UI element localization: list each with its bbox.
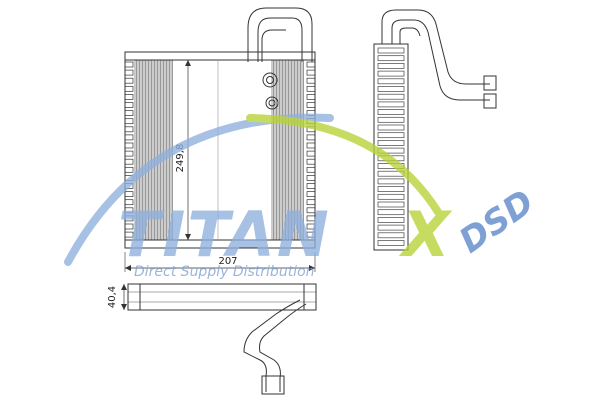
watermark-swoosh-green xyxy=(246,114,442,216)
side-cell xyxy=(377,70,405,77)
left-rib xyxy=(124,191,134,197)
side-cell xyxy=(377,132,405,139)
bottom-pipe-end xyxy=(261,375,285,395)
right-rib xyxy=(306,183,316,189)
fitting-lower xyxy=(265,96,279,110)
left-rib xyxy=(124,69,134,76)
side-cell xyxy=(377,201,405,208)
left-rib xyxy=(124,142,134,149)
side-cell xyxy=(377,224,405,231)
fitting-upper xyxy=(262,72,278,88)
left-rib xyxy=(124,110,134,116)
right-rib xyxy=(306,158,316,165)
watermark: TITAN X DSD Direct Supply Distribution xyxy=(64,113,541,280)
right-rib xyxy=(306,207,316,214)
right-rib xyxy=(306,85,316,92)
watermark-brand-x: X xyxy=(398,198,453,271)
bottom-header-plate xyxy=(124,239,316,249)
width-dimension: 207 xyxy=(124,252,316,272)
side-pipe-end-upper xyxy=(483,75,497,91)
left-rib xyxy=(124,223,134,230)
fitting-upper-inner xyxy=(266,76,274,84)
side-cell xyxy=(377,55,405,62)
left-rib xyxy=(124,102,134,108)
side-cell xyxy=(377,78,405,85)
left-rib xyxy=(124,77,134,84)
side-cell xyxy=(377,86,405,92)
left-rib xyxy=(124,150,134,157)
left-rib xyxy=(124,118,134,125)
watermark-suffix: DSD xyxy=(452,182,541,261)
side-pipe-end-lower xyxy=(483,93,497,109)
side-cell xyxy=(377,178,405,185)
bottom-pipe-inner xyxy=(259,303,307,392)
watermark-brand: TITAN xyxy=(118,198,331,271)
side-cell xyxy=(377,47,405,54)
top-header-plate xyxy=(124,51,316,61)
depth-dimension: 40,4 xyxy=(107,284,127,310)
pipe-inner xyxy=(257,17,303,62)
side-cell xyxy=(377,63,405,69)
right-rib xyxy=(306,102,316,108)
pipe-outer xyxy=(247,7,313,62)
right-rib xyxy=(306,223,316,230)
side-pipe-outer xyxy=(381,9,490,85)
side-pipe-third xyxy=(399,27,421,44)
left-tank-ribs xyxy=(124,61,134,238)
right-rib xyxy=(306,215,316,222)
side-cell xyxy=(377,93,405,100)
height-dimension: 249,8 xyxy=(175,60,191,240)
right-rib xyxy=(306,175,316,181)
right-rib xyxy=(306,94,316,100)
right-rib xyxy=(306,142,316,149)
right-rib xyxy=(306,191,316,197)
side-view-cells xyxy=(377,47,405,246)
right-rib xyxy=(306,134,316,141)
side-cell xyxy=(377,240,405,246)
side-cell xyxy=(377,193,405,200)
right-rib xyxy=(306,69,316,76)
side-cell xyxy=(377,116,405,123)
bottom-pipe-outer xyxy=(243,299,301,392)
side-cell xyxy=(377,217,405,223)
height-dimension-label: 249,8 xyxy=(175,144,186,173)
side-pipe-inner xyxy=(391,19,490,101)
left-rib xyxy=(124,126,134,133)
left-rib xyxy=(124,158,134,165)
right-rib xyxy=(306,199,316,206)
side-cell xyxy=(377,186,405,192)
side-cell xyxy=(377,101,405,108)
left-rib xyxy=(124,231,134,238)
left-rib xyxy=(124,199,134,206)
depth-dimension-label: 40,4 xyxy=(107,286,118,308)
bottom-view xyxy=(127,283,317,395)
right-rib xyxy=(306,231,316,238)
width-dimension-label: 207 xyxy=(218,256,237,267)
pipe-stub-a xyxy=(261,29,286,62)
side-cell xyxy=(377,124,405,131)
left-rib xyxy=(124,61,134,68)
left-rib xyxy=(124,134,134,141)
side-cell xyxy=(377,109,405,115)
left-rib xyxy=(124,94,134,100)
left-rib xyxy=(124,166,134,173)
watermark-tagline: Direct Supply Distribution xyxy=(134,264,315,280)
right-rib xyxy=(306,77,316,84)
left-rib xyxy=(124,215,134,222)
side-cell xyxy=(377,140,405,146)
right-rib xyxy=(306,166,316,173)
side-cell xyxy=(377,209,405,216)
left-rib xyxy=(124,85,134,92)
fitting-lower-inner xyxy=(268,99,276,107)
left-rib xyxy=(124,207,134,214)
right-rib xyxy=(306,61,316,68)
right-rib xyxy=(306,150,316,157)
side-cell xyxy=(377,232,405,239)
